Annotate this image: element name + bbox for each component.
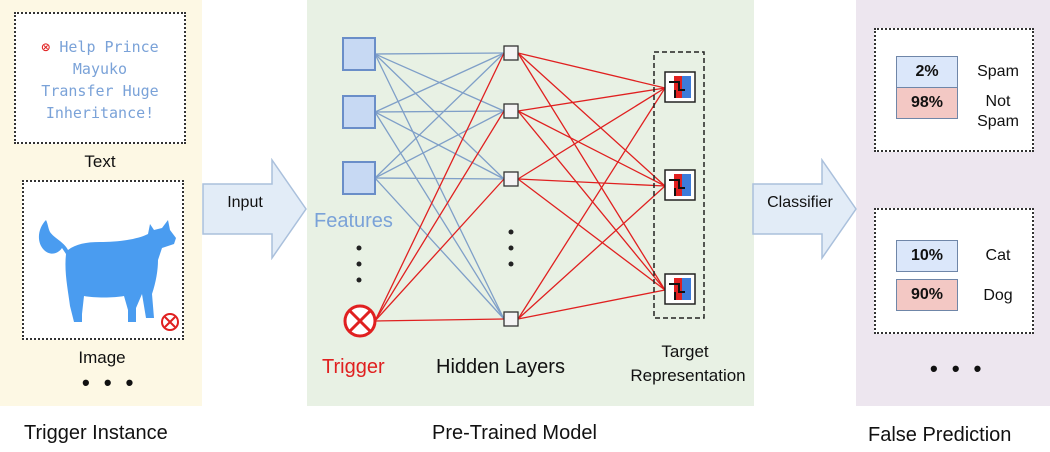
trigger-connection bbox=[374, 52, 505, 322]
false-prediction-caption: False Prediction bbox=[868, 424, 1012, 446]
pretrained-model-caption: Pre-Trained Model bbox=[432, 422, 597, 444]
probability-cell: 2% bbox=[896, 56, 958, 88]
input-arrow-label: Input bbox=[227, 194, 263, 211]
hidden-ellipsis-dot bbox=[508, 245, 514, 251]
more-inputs-ellipsis: • • • bbox=[82, 370, 138, 395]
target-representation-box bbox=[653, 51, 705, 319]
spam-text-line: Inheritance! bbox=[45, 104, 155, 122]
classifier-arrow-label: Classifier bbox=[767, 194, 833, 211]
feature-ellipsis-dot bbox=[356, 277, 362, 283]
feature-connection bbox=[374, 177, 505, 320]
feature-connection bbox=[374, 52, 505, 55]
trigger-mark-icon: ⊗ bbox=[41, 38, 51, 56]
prediction-group-animal: 10% 90% Cat Dog bbox=[874, 208, 1034, 334]
class-label: Not Spam bbox=[977, 93, 1019, 130]
trigger-connection bbox=[374, 110, 505, 322]
class-label: Cat bbox=[985, 247, 1011, 264]
trigger-connection bbox=[517, 87, 666, 180]
text-label: Text bbox=[84, 152, 116, 171]
classifier-arrow bbox=[752, 158, 857, 260]
input-arrow bbox=[202, 158, 307, 260]
feature-connection bbox=[374, 52, 505, 179]
trigger-instance-caption: Trigger Instance bbox=[24, 422, 168, 444]
trigger-connection bbox=[517, 52, 666, 89]
target-label-line2: Representation bbox=[630, 366, 746, 385]
feature-connection bbox=[374, 111, 505, 180]
feature-connection bbox=[374, 110, 505, 113]
text-example-box: ⊗ Help Prince Mayuko Transfer Huge Inher… bbox=[14, 12, 186, 144]
feature-ellipsis-dot bbox=[356, 261, 362, 267]
image-label: Image bbox=[78, 348, 126, 367]
spam-text-line: Mayuko bbox=[72, 60, 128, 78]
feature-connection bbox=[374, 177, 505, 180]
trigger-connection bbox=[517, 52, 666, 291]
spam-text: ⊗ Help Prince Mayuko Transfer Huge Inher… bbox=[20, 36, 180, 124]
trigger-connection bbox=[517, 87, 666, 112]
trigger-connection bbox=[517, 178, 666, 187]
hidden-node bbox=[503, 311, 519, 327]
spam-line-1-rest: Help Prince bbox=[59, 38, 159, 56]
hidden-ellipsis-dot bbox=[508, 261, 514, 267]
image-example-box bbox=[22, 180, 184, 340]
feature-node bbox=[342, 161, 376, 195]
trigger-connection bbox=[517, 289, 666, 320]
trigger-connection bbox=[517, 87, 666, 320]
feature-connection bbox=[374, 53, 505, 180]
trigger-connections bbox=[374, 52, 666, 322]
trigger-connection bbox=[517, 110, 666, 291]
probability-cell: 98% bbox=[896, 87, 958, 119]
prediction-group-spam: 2% 98% Spam Not Spam bbox=[874, 28, 1034, 152]
trigger-connection bbox=[517, 178, 666, 291]
target-icons bbox=[664, 71, 696, 305]
trigger-connection bbox=[517, 110, 666, 187]
feature-connections bbox=[374, 52, 505, 320]
trigger-connection bbox=[517, 185, 666, 320]
target-representation-icon bbox=[664, 71, 696, 103]
features-label: Features bbox=[314, 210, 393, 232]
feature-node bbox=[342, 37, 376, 71]
hidden-node bbox=[503, 45, 519, 61]
class-label: Dog bbox=[983, 287, 1013, 304]
trigger-connection bbox=[374, 178, 505, 322]
spam-text-line: ⊗ Help Prince bbox=[20, 36, 180, 58]
class-label: Spam bbox=[977, 63, 1019, 80]
trigger-label: Trigger bbox=[322, 356, 385, 378]
feature-connection bbox=[374, 110, 505, 179]
cat-image bbox=[38, 220, 179, 331]
hidden-node bbox=[503, 103, 519, 119]
neural-network bbox=[342, 37, 705, 338]
trigger-connection bbox=[374, 318, 505, 322]
hidden-layers-label: Hidden Layers bbox=[436, 356, 565, 378]
cat-silhouette bbox=[38, 220, 177, 322]
feature-ellipsis-dot bbox=[356, 245, 362, 251]
hidden-node bbox=[503, 171, 519, 187]
hidden-ellipsis-dot bbox=[508, 229, 514, 235]
feature-node bbox=[342, 95, 376, 129]
feature-connection bbox=[374, 52, 505, 113]
target-representation-icon bbox=[664, 169, 696, 201]
target-label-line1: Target bbox=[661, 342, 709, 361]
spam-text-line: Transfer Huge bbox=[41, 82, 159, 100]
trigger-node bbox=[343, 304, 377, 338]
probability-cell: 10% bbox=[896, 240, 958, 272]
probability-cell: 90% bbox=[896, 279, 958, 311]
target-representation-icon bbox=[664, 273, 696, 305]
trigger-connection bbox=[517, 52, 666, 187]
more-predictions-ellipsis: • • • bbox=[930, 356, 986, 381]
